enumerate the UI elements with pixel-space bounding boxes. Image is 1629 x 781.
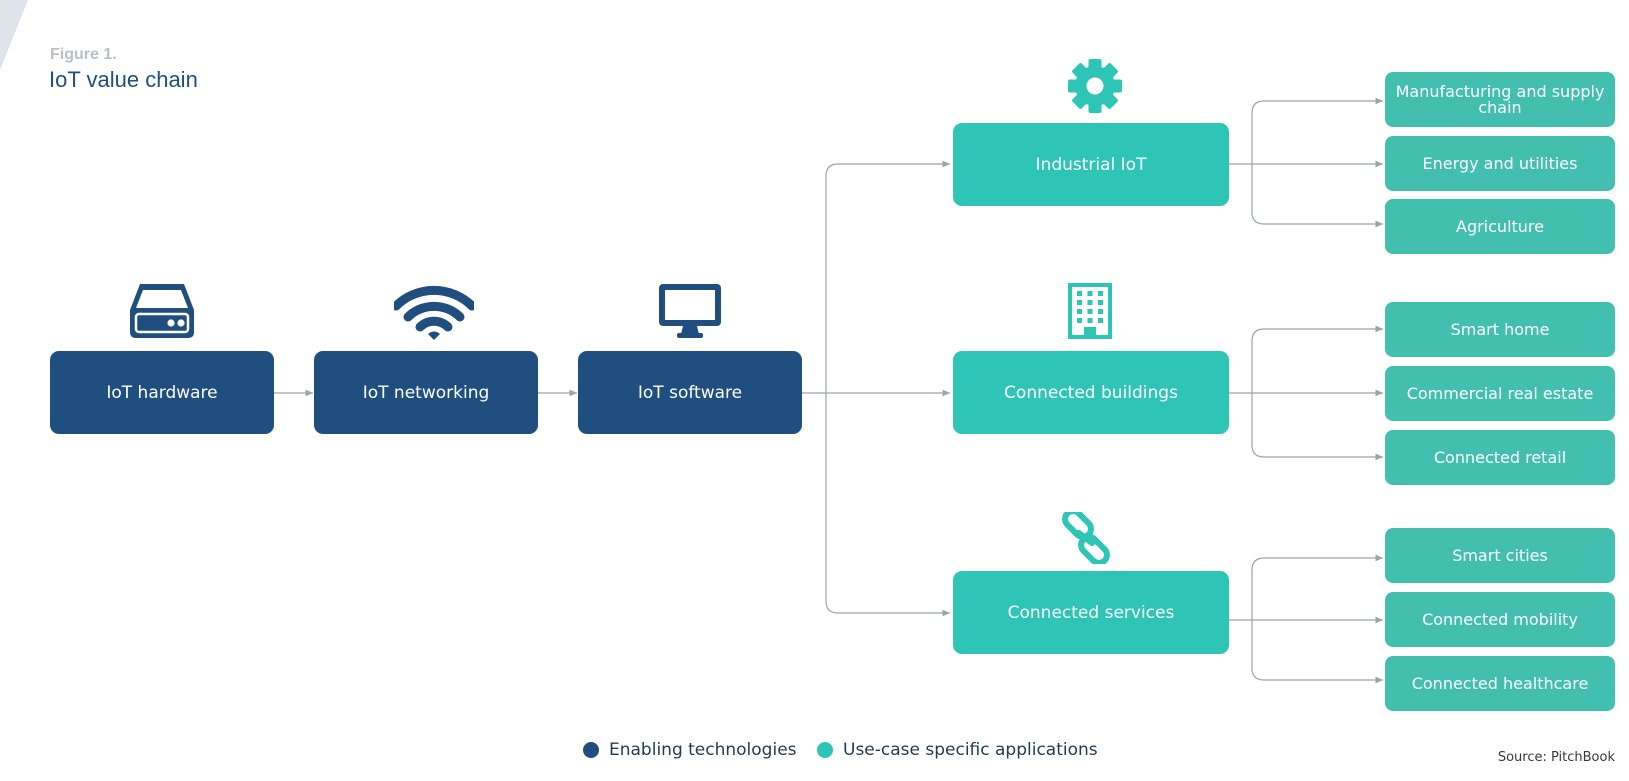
app-energy-utilities: Energy and utilities [1385,136,1615,191]
connected-buildings-box: Connected buildings [953,351,1229,434]
app-connected-mobility: Connected mobility [1385,592,1615,647]
arrow-services-healthcare [1251,620,1383,684]
legend-enabling: Enabling technologies [583,740,797,760]
legend-applications: Use-case specific applications [817,740,1098,760]
legend-dot-enabling [583,742,599,758]
connected-services-box: Connected services [953,571,1229,654]
figure-title: IoT value chain [49,67,198,92]
arrow-industrial-manufacturing [1251,97,1383,164]
building-icon [1068,283,1112,339]
app-connected-retail: Connected retail [1385,430,1615,485]
source-note: Source: PitchBook [1497,750,1615,765]
legend-label-applications: Use-case specific applications [843,740,1098,760]
corner-accent [0,0,28,70]
arrow-industrial-agriculture [1251,164,1383,228]
iot-software-box: IoT software [578,351,802,434]
app-connected-healthcare: Connected healthcare [1385,656,1615,711]
arrow-software-services [825,393,950,617]
arrow-software-industrial [825,160,950,393]
wifi-icon [394,285,474,340]
app-agriculture: Agriculture [1385,199,1615,254]
app-manufacturing-supply-chain: Manufacturing and supply chain [1385,72,1615,127]
legend-label-enabling: Enabling technologies [609,740,797,760]
server-drive-icon [130,284,194,338]
arrow-services-smartcities [1251,554,1383,620]
figure-label: Figure 1. [50,46,117,63]
app-smart-home: Smart home [1385,302,1615,357]
gear-icon [1068,59,1122,113]
monitor-icon [659,284,721,338]
app-commercial-real-estate: Commercial real estate [1385,366,1615,421]
arrow-buildings-smarthome [1251,325,1383,393]
app-smart-cities: Smart cities [1385,528,1615,583]
chain-link-icon [1062,512,1110,564]
legend-dot-applications [817,742,833,758]
industrial-iot-box: Industrial IoT [953,123,1229,206]
iot-hardware-box: IoT hardware [50,351,274,434]
arrow-buildings-retail [1251,393,1383,461]
iot-networking-box: IoT networking [314,351,538,434]
